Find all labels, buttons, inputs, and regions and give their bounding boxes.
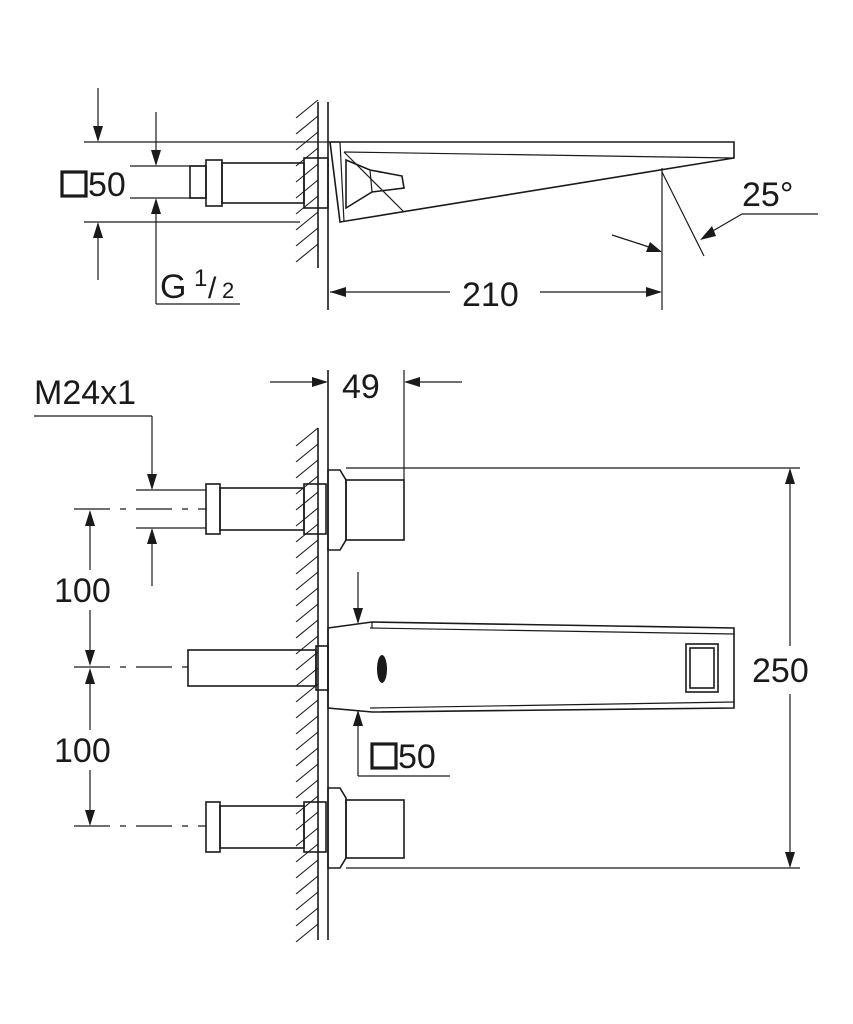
spacing-upper-label: 100: [54, 572, 111, 610]
thread-nipple-top: [189, 165, 207, 199]
angle-label: 25°: [742, 176, 793, 214]
thread-fraction-slash: /: [208, 272, 217, 305]
center-spout: 50: [74, 572, 735, 777]
angle-dimension: 25°: [611, 168, 818, 310]
square-symbol-front: [370, 742, 398, 770]
top-view: 25° 210 50 G 1 / 2: [60, 88, 818, 314]
spacing-dimensions: 100 100: [54, 510, 111, 826]
thread-g-label: G: [160, 268, 186, 306]
brand-logo: [377, 655, 387, 683]
wall-hatch-top: [295, 99, 329, 310]
square-symbol: [60, 170, 88, 198]
nut-top: [205, 159, 223, 207]
lower-valve: [74, 787, 800, 869]
square-size-label-top: 50: [88, 166, 126, 204]
depth-dimension: 49: [270, 368, 462, 480]
thread-fraction-num: 1: [194, 265, 207, 292]
length-label: 210: [462, 276, 519, 314]
height-label: 250: [752, 652, 809, 690]
thread-m-dimension: M24x1: [34, 374, 206, 586]
upper-valve: [74, 467, 800, 551]
depth-label: 49: [342, 368, 380, 406]
length-dimension: 210: [330, 276, 662, 314]
wall-flange-top: [303, 157, 329, 209]
thread-fraction-den: 2: [222, 278, 234, 303]
square-size-label-front: 50: [398, 738, 436, 776]
front-view: 49 M24x1: [34, 368, 809, 943]
spacing-lower-label: 100: [54, 732, 111, 770]
spout-top: [329, 141, 735, 223]
thread-m-label: M24x1: [34, 374, 136, 412]
connector-body-top: [221, 162, 305, 204]
wall-hatch-front: [295, 370, 329, 943]
height-dimension: 250: [752, 468, 809, 868]
